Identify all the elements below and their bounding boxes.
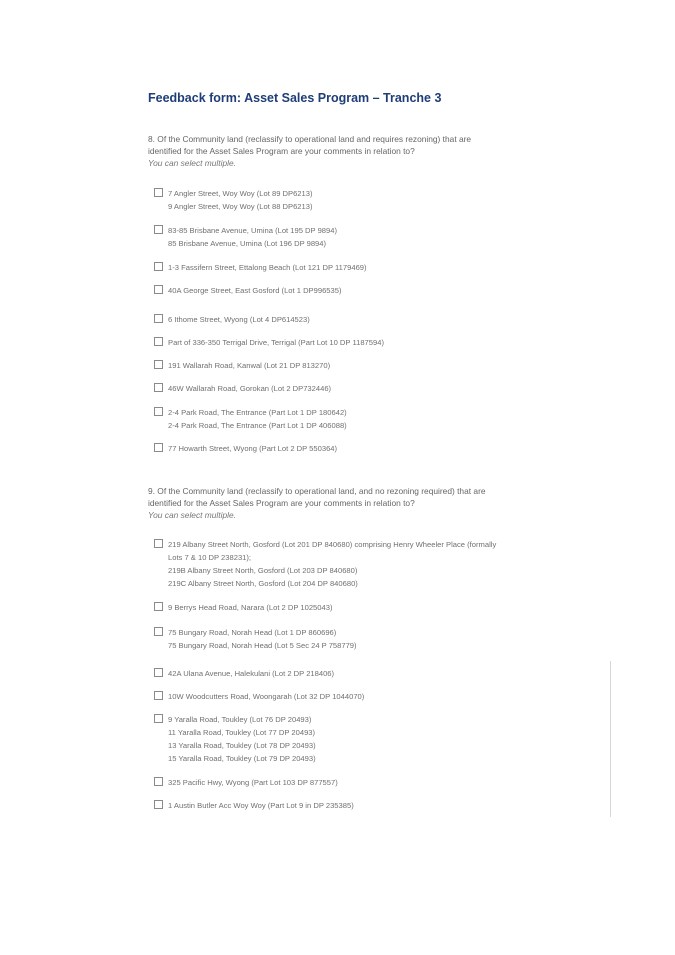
- q8-option[interactable]: 1-3 Fassifern Street, Ettalong Beach (Lo…: [154, 261, 367, 274]
- divider: [610, 661, 611, 817]
- question-9-hint: You can select multiple.: [148, 510, 236, 520]
- question-8-hint: You can select multiple.: [148, 158, 236, 168]
- option-line: 83-85 Brisbane Avenue, Umina (Lot 195 DP…: [168, 226, 338, 235]
- q8-option[interactable]: Part of 336-350 Terrigal Drive, Terrigal…: [154, 336, 384, 349]
- option-line: 9 Berrys Head Road, Narara (Lot 2 DP 102…: [168, 603, 333, 612]
- option-line: 9 Yaralla Road, Toukley (Lot 76 DP 20493…: [168, 715, 312, 724]
- checkbox[interactable]: [154, 360, 163, 369]
- option-label: 219 Albany Street North, Gosford (Lot 20…: [168, 538, 496, 590]
- checkbox[interactable]: [154, 383, 163, 392]
- option-line: 42A Ulana Avenue, Halekulani (Lot 2 DP 2…: [168, 669, 335, 678]
- q9-option[interactable]: 325 Pacific Hwy, Wyong (Part Lot 103 DP …: [154, 776, 338, 789]
- checkbox[interactable]: [154, 539, 163, 548]
- question-8: 8. Of the Community land (reclassify to …: [148, 133, 548, 169]
- q9-option[interactable]: 219 Albany Street North, Gosford (Lot 20…: [154, 538, 496, 590]
- option-line: 85 Brisbane Avenue, Umina (Lot 196 DP 98…: [168, 239, 327, 248]
- option-label: 46W Wallarah Road, Gorokan (Lot 2 DP7324…: [168, 382, 331, 395]
- question-9: 9. Of the Community land (reclassify to …: [148, 485, 548, 521]
- question-9-text-line-2: identified for the Asset Sales Program a…: [148, 498, 415, 508]
- checkbox[interactable]: [154, 225, 163, 234]
- option-line: 9 Angler Street, Woy Woy (Lot 88 DP6213): [168, 202, 313, 211]
- checkbox[interactable]: [154, 777, 163, 786]
- option-label: 83-85 Brisbane Avenue, Umina (Lot 195 DP…: [168, 224, 337, 250]
- q8-option[interactable]: 83-85 Brisbane Avenue, Umina (Lot 195 DP…: [154, 224, 337, 250]
- option-line: 13 Yaralla Road, Toukley (Lot 78 DP 2049…: [168, 741, 316, 750]
- option-label: 77 Howarth Street, Wyong (Part Lot 2 DP …: [168, 442, 337, 455]
- checkbox[interactable]: [154, 714, 163, 723]
- q8-option[interactable]: 7 Angler Street, Woy Woy (Lot 89 DP6213)…: [154, 187, 313, 213]
- checkbox[interactable]: [154, 314, 163, 323]
- q9-option[interactable]: 42A Ulana Avenue, Halekulani (Lot 2 DP 2…: [154, 667, 334, 680]
- q8-option[interactable]: 40A George Street, East Gosford (Lot 1 D…: [154, 284, 342, 297]
- option-line: 40A George Street, East Gosford (Lot 1 D…: [168, 286, 342, 295]
- q8-option[interactable]: 2-4 Park Road, The Entrance (Part Lot 1 …: [154, 406, 347, 432]
- checkbox[interactable]: [154, 800, 163, 809]
- option-line: 1 Austin Butler Acc Woy Woy (Part Lot 9 …: [168, 801, 354, 810]
- checkbox[interactable]: [154, 188, 163, 197]
- option-line: 7 Angler Street, Woy Woy (Lot 89 DP6213): [168, 189, 313, 198]
- q8-option[interactable]: 191 Wallarah Road, Kanwal (Lot 21 DP 813…: [154, 359, 330, 372]
- option-label: 1 Austin Butler Acc Woy Woy (Part Lot 9 …: [168, 799, 354, 812]
- q9-option[interactable]: 9 Berrys Head Road, Narara (Lot 2 DP 102…: [154, 601, 332, 614]
- page-title: Feedback form: Asset Sales Program – Tra…: [148, 91, 442, 105]
- question-8-text-line-2: identified for the Asset Sales Program a…: [148, 146, 415, 156]
- option-line: 46W Wallarah Road, Gorokan (Lot 2 DP7324…: [168, 384, 332, 393]
- option-label: 6 Ithome Street, Wyong (Lot 4 DP614523): [168, 313, 310, 326]
- option-line: 75 Bungary Road, Norah Head (Lot 1 DP 86…: [168, 628, 337, 637]
- q9-option[interactable]: 9 Yaralla Road, Toukley (Lot 76 DP 20493…: [154, 713, 316, 765]
- question-8-text-line-1: 8. Of the Community land (reclassify to …: [148, 134, 472, 144]
- checkbox[interactable]: [154, 443, 163, 452]
- option-label: 325 Pacific Hwy, Wyong (Part Lot 103 DP …: [168, 776, 338, 789]
- checkbox[interactable]: [154, 337, 163, 346]
- checkbox[interactable]: [154, 691, 163, 700]
- option-line: 219 Albany Street North, Gosford (Lot 20…: [168, 540, 497, 549]
- option-label: 10W Woodcutters Road, Woongarah (Lot 32 …: [168, 690, 364, 703]
- option-label: 40A George Street, East Gosford (Lot 1 D…: [168, 284, 342, 297]
- option-label: 9 Yaralla Road, Toukley (Lot 76 DP 20493…: [168, 713, 316, 765]
- checkbox[interactable]: [154, 285, 163, 294]
- option-line: 6 Ithome Street, Wyong (Lot 4 DP614523): [168, 315, 310, 324]
- option-line: 219B Albany Street North, Gosford (Lot 2…: [168, 566, 358, 575]
- option-line: 2-4 Park Road, The Entrance (Part Lot 1 …: [168, 421, 347, 430]
- checkbox[interactable]: [154, 668, 163, 677]
- checkbox[interactable]: [154, 407, 163, 416]
- option-label: 191 Wallarah Road, Kanwal (Lot 21 DP 813…: [168, 359, 330, 372]
- option-line: 75 Bungary Road, Norah Head (Lot 5 Sec 2…: [168, 641, 357, 650]
- option-line: 1-3 Fassifern Street, Ettalong Beach (Lo…: [168, 263, 367, 272]
- option-line: 191 Wallarah Road, Kanwal (Lot 21 DP 813…: [168, 361, 331, 370]
- option-line: 15 Yaralla Road, Toukley (Lot 79 DP 2049…: [168, 754, 316, 763]
- q8-option[interactable]: 6 Ithome Street, Wyong (Lot 4 DP614523): [154, 313, 310, 326]
- option-line: 10W Woodcutters Road, Woongarah (Lot 32 …: [168, 692, 365, 701]
- option-label: Part of 336-350 Terrigal Drive, Terrigal…: [168, 336, 384, 349]
- option-label: 75 Bungary Road, Norah Head (Lot 1 DP 86…: [168, 626, 357, 652]
- option-label: 42A Ulana Avenue, Halekulani (Lot 2 DP 2…: [168, 667, 334, 680]
- option-line: 11 Yaralla Road, Toukley (Lot 77 DP 2049…: [168, 728, 316, 737]
- option-label: 1-3 Fassifern Street, Ettalong Beach (Lo…: [168, 261, 367, 274]
- q9-option[interactable]: 10W Woodcutters Road, Woongarah (Lot 32 …: [154, 690, 364, 703]
- option-line: 219C Albany Street North, Gosford (Lot 2…: [168, 579, 358, 588]
- option-line: Lots 7 & 10 DP 238231);: [168, 553, 252, 562]
- option-label: 2-4 Park Road, The Entrance (Part Lot 1 …: [168, 406, 347, 432]
- option-line: 325 Pacific Hwy, Wyong (Part Lot 103 DP …: [168, 778, 338, 787]
- option-line: Part of 336-350 Terrigal Drive, Terrigal…: [168, 338, 384, 347]
- option-label: 9 Berrys Head Road, Narara (Lot 2 DP 102…: [168, 601, 332, 614]
- q8-option[interactable]: 46W Wallarah Road, Gorokan (Lot 2 DP7324…: [154, 382, 331, 395]
- q8-option[interactable]: 77 Howarth Street, Wyong (Part Lot 2 DP …: [154, 442, 337, 455]
- question-9-text-line-1: 9. Of the Community land (reclassify to …: [148, 486, 486, 496]
- checkbox[interactable]: [154, 627, 163, 636]
- option-line: 2-4 Park Road, The Entrance (Part Lot 1 …: [168, 408, 347, 417]
- q9-option[interactable]: 1 Austin Butler Acc Woy Woy (Part Lot 9 …: [154, 799, 354, 812]
- option-line: 77 Howarth Street, Wyong (Part Lot 2 DP …: [168, 444, 338, 453]
- option-label: 7 Angler Street, Woy Woy (Lot 89 DP6213)…: [168, 187, 313, 213]
- checkbox[interactable]: [154, 602, 163, 611]
- checkbox[interactable]: [154, 262, 163, 271]
- q9-option[interactable]: 75 Bungary Road, Norah Head (Lot 1 DP 86…: [154, 626, 357, 652]
